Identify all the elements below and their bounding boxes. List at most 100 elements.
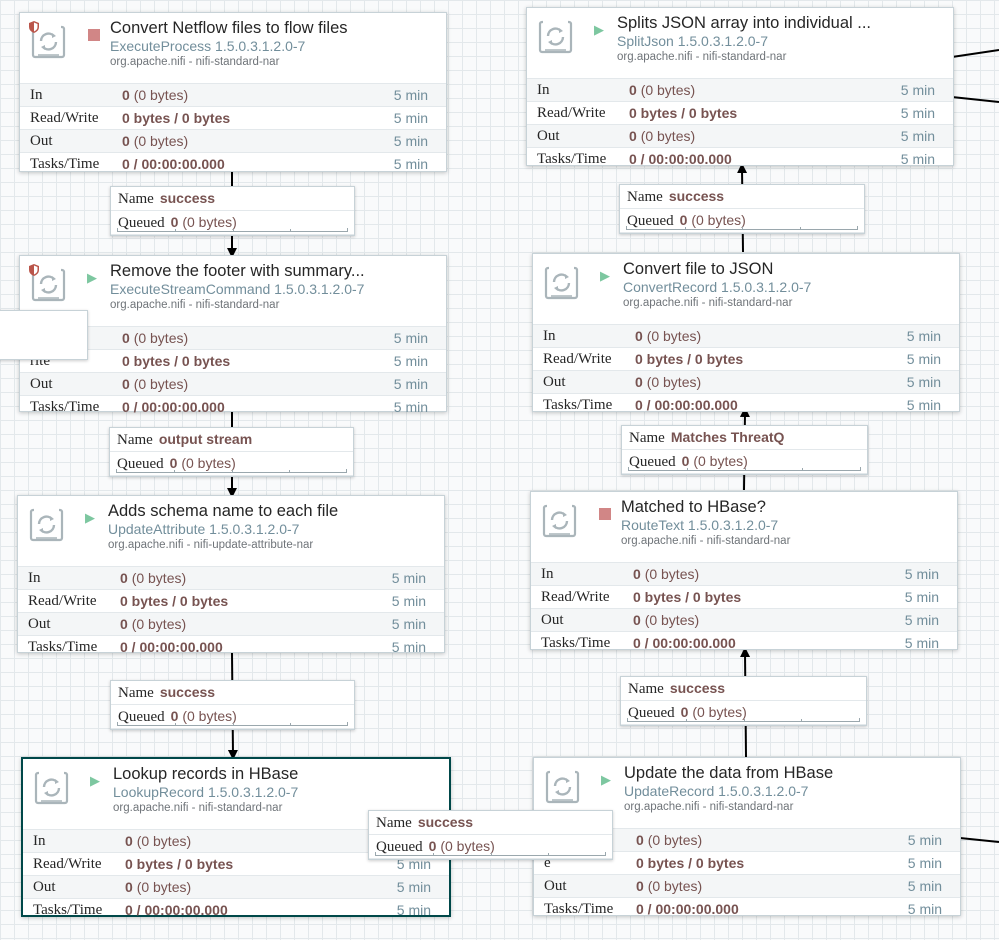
connection-name: success [669, 680, 726, 696]
stats-value-sub: (0 bytes) [133, 87, 189, 103]
connection-queued-size: (0 bytes) [440, 838, 495, 854]
connection-queued-size: (0 bytes) [693, 453, 748, 469]
processor-card[interactable]: ▶Remove the footer with summary...Execut… [19, 255, 447, 415]
stats-label: Tasks/Time [28, 639, 98, 655]
processor-type: UpdateAttribute 1.5.0.3.1.2.0-7 [108, 521, 300, 537]
processor-card[interactable]: Matched to HBase?RouteText 1.5.0.3.1.2.0… [530, 491, 958, 651]
stats-label: Read/Write [28, 593, 97, 609]
running-state-icon: ▶ [600, 268, 610, 283]
stats-label: Read/Write [30, 110, 99, 126]
stats-label: e [544, 855, 551, 871]
connection-queued-size: (0 bytes) [182, 708, 237, 724]
stats-value: 0 (0 bytes) [633, 609, 699, 631]
stats-window: 5 min [900, 82, 935, 98]
stats-value: 0 (0 bytes) [635, 325, 701, 347]
stats-value: 0 / 00:00:00.000 [636, 898, 739, 920]
queue-bar-tick [743, 719, 745, 722]
connection-name: success [159, 684, 216, 700]
stats-value-main: 0 [125, 833, 133, 849]
stats-value-main: 0 [125, 879, 133, 895]
processor-type: SplitJson 1.5.0.3.1.2.0-7 [617, 33, 768, 49]
processor-card[interactable]: ▶Splits JSON array into individual ...Sp… [526, 7, 954, 167]
stats-label: In [543, 328, 556, 344]
queue-bar-tick [175, 723, 177, 726]
running-state-icon: ▶ [85, 510, 95, 525]
stats-window: 5 min [393, 353, 428, 369]
connection-queued-label: Queued [118, 215, 165, 231]
connection-name: success [668, 188, 725, 204]
processor-bundle: org.apache.nifi - nifi-standard-nar [110, 56, 280, 68]
stats-value: 0 / 00:00:00.000 [629, 148, 732, 170]
stats-value-main: 0 / 00:00:00.000 [122, 156, 225, 172]
queue-bar-tick [744, 468, 746, 471]
queue-bar-tick [232, 723, 234, 726]
stats-label: Tasks/Time [33, 902, 103, 918]
stats-label: Read/Write [543, 351, 612, 367]
connection-queued-label: Queued [118, 709, 165, 725]
connection-name-label: Name [118, 685, 154, 701]
connection-queued-size: (0 bytes) [182, 214, 237, 230]
stats-value: 0 (0 bytes) [122, 373, 188, 395]
processor-name: Update the data from HBase [624, 764, 834, 782]
stats-window: 5 min [391, 639, 426, 655]
stats-value-sub: (0 bytes) [133, 133, 189, 149]
processor-name: Lookup records in HBase [113, 765, 299, 783]
stats-value-main: 0 / 00:00:00.000 [636, 901, 739, 917]
stats-value: 0 bytes / 0 bytes [125, 853, 233, 875]
processor-icon [537, 18, 574, 55]
stats-window: 5 min [391, 616, 426, 632]
processor-icon [30, 266, 67, 303]
connection-queued-label: Queued [376, 839, 423, 855]
stats-value: 0 (0 bytes) [125, 830, 191, 852]
queue-bar-tick [175, 229, 177, 232]
connection-queued-size: (0 bytes) [692, 704, 747, 720]
connection-queued-count: 0 [680, 704, 689, 720]
connection-queued-size: (0 bytes) [691, 212, 746, 228]
stats-label: Tasks/Time [544, 901, 614, 917]
processor-name: Convert Netflow files to flow files [110, 19, 348, 37]
stats-value-main: 0 bytes / 0 bytes [629, 105, 738, 121]
connection-queued-label: Queued [629, 454, 676, 470]
stats-label: Out [33, 879, 56, 895]
stats-window: 5 min [393, 399, 428, 415]
restricted-shield-icon [29, 20, 39, 33]
stats-value-sub: (0 bytes) [640, 128, 696, 144]
queue-bar-tick [289, 229, 291, 232]
stats-value-sub: (0 bytes) [133, 330, 189, 346]
queue-bar-tick [799, 227, 801, 230]
stats-window: 5 min [904, 612, 939, 628]
stats-value-sub: (0 bytes) [646, 374, 702, 390]
stats-value-sub: (0 bytes) [136, 833, 192, 849]
connection-line [959, 837, 999, 843]
stats-value-main: 0 [635, 374, 643, 390]
stats-value: 0 bytes / 0 bytes [633, 586, 741, 608]
processor-type: RouteText 1.5.0.3.1.2.0-7 [621, 517, 779, 533]
processor-name: Splits JSON array into individual ... [617, 14, 872, 32]
stats-value: 0 / 00:00:00.000 [633, 632, 736, 654]
stats-window: 5 min [900, 128, 935, 144]
stats-label: Tasks/Time [541, 635, 611, 651]
processor-bundle: org.apache.nifi - nifi-standard-nar [110, 299, 280, 311]
stats-label: Out [537, 128, 560, 144]
